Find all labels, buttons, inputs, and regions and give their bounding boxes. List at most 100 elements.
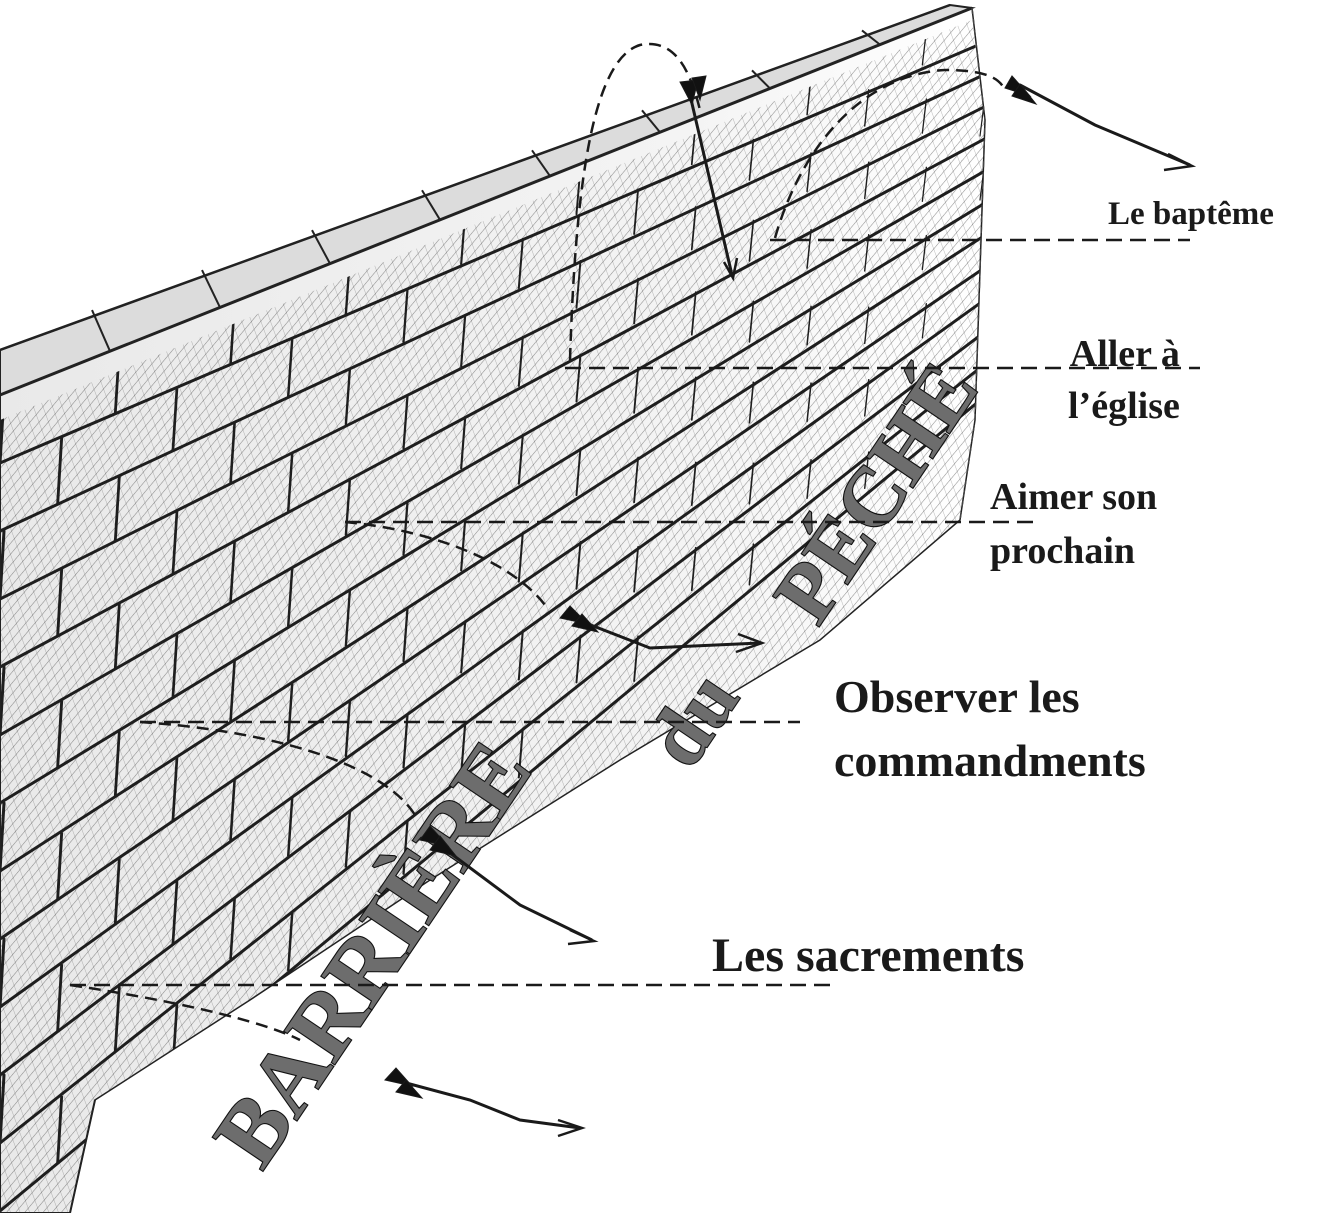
brick-joint	[863, 451, 870, 490]
brick-joint	[229, 897, 236, 961]
brick-joint	[286, 681, 294, 742]
brick-joint	[517, 629, 524, 681]
brick-joint	[863, 161, 870, 200]
brick-joint	[229, 659, 236, 722]
label-sacraments-text: Les sacrements	[712, 929, 1025, 982]
brick-joint	[633, 546, 640, 593]
brick-joint	[806, 382, 812, 423]
brick-joint	[460, 518, 467, 572]
brick-joint	[806, 459, 812, 499]
brick-joint	[690, 461, 697, 506]
brick-joint	[633, 277, 640, 325]
arrow-icon	[1004, 75, 1197, 172]
arrow-icon	[559, 605, 766, 654]
brick-joint	[460, 416, 467, 470]
brick-joint	[921, 371, 928, 407]
brick-joint	[979, 359, 985, 393]
brick-joint	[229, 421, 236, 484]
brick-joint	[633, 456, 640, 504]
brick-joint	[979, 39, 985, 73]
brick-joint	[748, 219, 755, 262]
brick-joint	[460, 620, 467, 674]
brick-joint	[229, 540, 236, 603]
brick-joint	[748, 300, 755, 343]
level-lines	[70, 238, 1200, 987]
brick-joint	[171, 633, 179, 698]
brick-joint	[690, 206, 697, 251]
brick-joint	[286, 911, 294, 972]
brick-joint	[863, 378, 870, 417]
coping-joint	[421, 189, 441, 221]
brick-joint	[402, 819, 409, 875]
brick-joint	[171, 510, 179, 575]
label-church-line2: l’église	[1068, 385, 1180, 427]
brick-joint	[286, 796, 294, 857]
brick-joint	[113, 985, 121, 1053]
brick-joint	[806, 228, 812, 269]
label-commandments-line2: commandments	[834, 735, 1146, 786]
brick-joint	[286, 337, 294, 398]
label-church-line1: Aller à	[1069, 333, 1180, 375]
brick-joint	[460, 313, 467, 368]
brick-joint	[921, 303, 928, 339]
brick-joint	[402, 606, 409, 663]
brick-joint	[748, 138, 755, 181]
brick-joint	[344, 367, 352, 426]
label-sacraments: Les sacrements	[712, 928, 1024, 983]
brick-joint	[402, 394, 409, 450]
brick-course-line	[0, 134, 985, 669]
brick-joint	[575, 540, 582, 590]
brick-joint	[344, 810, 352, 868]
brick-joint	[979, 295, 985, 329]
brick-joint	[921, 98, 928, 134]
brick-course-line	[0, 262, 985, 941]
trajectory-commandments	[139, 720, 417, 816]
brick-joint	[460, 722, 467, 776]
brick-joint	[748, 543, 755, 586]
label-baptism: Le baptême	[1108, 196, 1274, 233]
label-neighbor: Aimer son prochain	[990, 470, 1157, 578]
brick-joint	[56, 831, 64, 901]
brick-joint	[56, 568, 64, 638]
brick-joint	[633, 367, 640, 414]
brick-joint	[517, 727, 524, 779]
brick-course-line	[0, 326, 985, 1077]
brick-joint	[402, 287, 409, 344]
brick-course-line	[0, 102, 985, 601]
brick-course-line	[0, 358, 985, 1145]
brick-joint	[517, 238, 524, 290]
brick-course-line	[0, 70, 985, 533]
trajectory-sacraments	[69, 983, 301, 1042]
label-commandments: Observer les commandments	[834, 665, 1146, 793]
brick-joint	[575, 447, 582, 497]
brick-joint	[113, 858, 121, 925]
brick-joint	[517, 433, 524, 485]
brick-joint	[344, 478, 352, 537]
coping-joint	[201, 269, 221, 308]
arrow-icon	[679, 75, 739, 282]
brick-joint	[56, 436, 64, 506]
brick-joint	[56, 700, 64, 769]
brick-course-line	[0, 198, 985, 805]
brick-course-line	[0, 166, 985, 737]
brick-joint	[171, 387, 179, 452]
brick-joint	[171, 880, 179, 945]
brick-joint	[690, 376, 697, 421]
brick-joint	[517, 531, 524, 583]
brick-course-line	[0, 38, 985, 465]
label-church: Aller à l’église	[1068, 328, 1180, 432]
brick-joint	[229, 778, 236, 841]
brick-joint	[171, 756, 179, 822]
label-neighbor-line2: prochain	[990, 530, 1136, 572]
brick-joint	[575, 260, 582, 309]
trajectory-church	[568, 42, 702, 361]
arrow-icon	[419, 825, 599, 946]
brick-joint	[690, 291, 697, 336]
arrows	[384, 75, 1197, 1138]
coping-joint	[751, 69, 771, 90]
brick-joint	[921, 166, 928, 203]
brick-joint	[748, 381, 755, 424]
brick-joint	[113, 603, 121, 670]
brick-joint	[575, 634, 582, 684]
